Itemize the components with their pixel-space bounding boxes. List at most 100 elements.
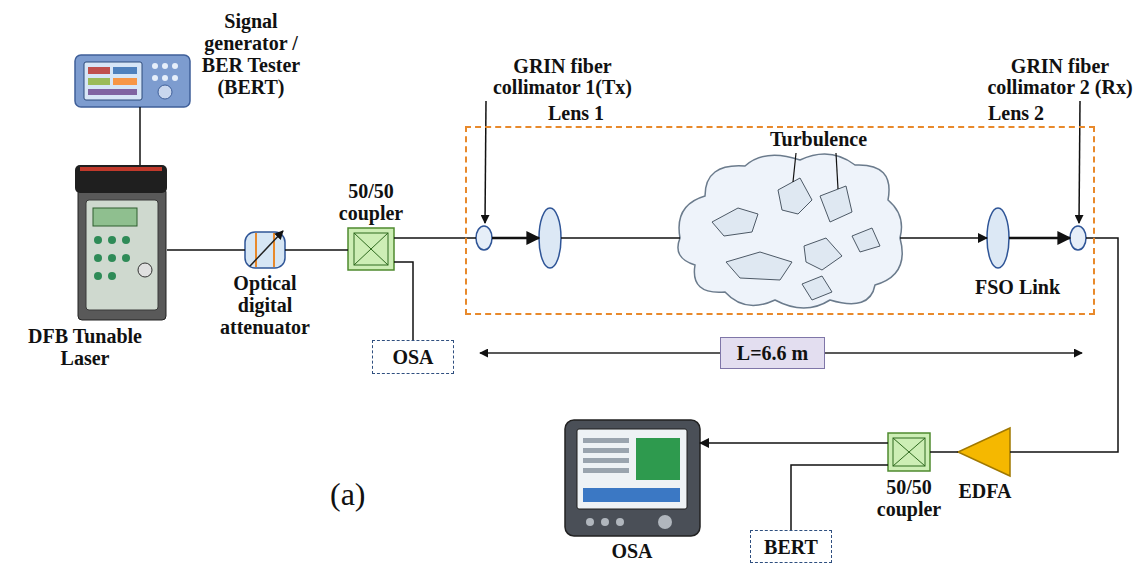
node-label: BERT xyxy=(764,536,818,558)
leader-arrow xyxy=(1079,101,1080,223)
laser-housing xyxy=(78,188,166,320)
fiber-link xyxy=(285,249,348,251)
osa-button xyxy=(586,518,594,526)
coupler-cross xyxy=(893,438,925,466)
device-button xyxy=(172,75,178,81)
node-label: Optical digital attenuator xyxy=(210,272,320,338)
turbulence-eddy xyxy=(804,238,842,270)
node-label: GRIN fiber collimator 1(Tx) xyxy=(480,56,645,98)
lens: Lens 1 xyxy=(539,208,561,268)
coupler-symbol xyxy=(888,433,930,471)
node-label: L=6.6 m xyxy=(737,342,808,364)
fiber-link xyxy=(167,249,245,251)
turbulence-eddy xyxy=(852,228,880,252)
leader-arrow xyxy=(485,101,486,223)
laser-source: DFB Tunable Laser xyxy=(75,165,167,320)
coupler-symbol xyxy=(348,228,394,270)
node-label: OSA xyxy=(392,346,433,368)
bert-device-body xyxy=(75,55,190,107)
laser-button xyxy=(122,236,130,244)
fiber-coupler: 50/50 coupler xyxy=(348,228,394,270)
turbulence-eddy xyxy=(726,252,792,280)
coupler-cross xyxy=(893,438,925,466)
node-label: Turbulence xyxy=(770,128,890,150)
coupler-inner xyxy=(354,233,388,265)
leader-line xyxy=(836,153,838,189)
laser-button xyxy=(94,254,102,262)
fiber-link xyxy=(394,262,413,340)
attenuator-symbol xyxy=(245,232,285,268)
osa-device-body xyxy=(565,420,700,536)
osa-screen-panel xyxy=(636,438,680,480)
node-label: EDFA xyxy=(950,480,1020,502)
bert-device-screen xyxy=(84,62,142,100)
lens-symbol xyxy=(987,208,1009,268)
node-label: 50/50 coupler xyxy=(326,180,416,224)
grin-collimator: GRIN fiber collimator 1(Tx) xyxy=(476,226,492,250)
device-button xyxy=(152,75,158,81)
turbulence-eddy xyxy=(820,186,852,222)
turbulence-cloud: Turbulence xyxy=(680,150,900,308)
laser-display xyxy=(93,208,137,226)
collimator-symbol xyxy=(1070,226,1086,250)
fso-link-region: FSO Link GRIN fiber collimator 1(Tx) Lens … xyxy=(465,126,1095,315)
bert-box: BERT xyxy=(750,530,832,563)
osa-box: OSA xyxy=(372,340,454,374)
laser-handle-stripe xyxy=(80,167,162,171)
osa-button xyxy=(601,518,609,526)
coupler-cross xyxy=(354,233,388,265)
screen-tile xyxy=(88,78,110,85)
beam-arrow xyxy=(1009,237,1070,240)
device-knob xyxy=(158,85,172,99)
fiber-link xyxy=(700,442,888,444)
fiber-coupler: 50/50 coupler xyxy=(888,433,930,471)
device-button xyxy=(162,75,168,81)
coupler-inner xyxy=(893,438,925,466)
turbulence-eddy xyxy=(802,276,832,300)
leader-line xyxy=(793,153,796,182)
distance-box: L=6.6 m xyxy=(720,337,825,369)
screen-tile xyxy=(88,67,110,74)
device-button xyxy=(162,63,168,69)
collimator-symbol xyxy=(476,226,492,250)
fiber-link xyxy=(791,465,888,530)
fiber-link xyxy=(561,237,680,239)
node-label: DFB Tunable Laser xyxy=(15,325,155,369)
laser-knob xyxy=(138,263,152,277)
fiber-link xyxy=(1010,238,1118,452)
laser-front-panel xyxy=(86,200,158,310)
turbulence-eddy xyxy=(712,208,758,236)
node-label: Signal generator / BER Tester (BERT) xyxy=(195,10,307,98)
fiber-link xyxy=(900,237,987,239)
fiber-link xyxy=(139,107,141,165)
lens-symbol xyxy=(539,208,561,268)
laser-button xyxy=(108,272,116,280)
osa-button xyxy=(616,518,624,526)
device-button xyxy=(172,63,178,69)
laser-button xyxy=(122,254,130,262)
screen-tile xyxy=(113,78,137,85)
attenuator-stripe xyxy=(273,233,275,267)
osa-screen-row xyxy=(583,448,629,453)
osa-screen-row xyxy=(583,468,629,473)
panel-label: (a) xyxy=(330,476,366,512)
fiber-link xyxy=(930,451,958,453)
node-label: FSO Link xyxy=(975,276,1090,298)
node-label: Lens 2 xyxy=(988,102,1063,124)
node-label: 50/50 coupler xyxy=(866,476,952,520)
screen-tile xyxy=(113,67,137,74)
osa-device-screen xyxy=(577,429,687,509)
turbulence-eddy xyxy=(778,178,812,214)
beam-arrow xyxy=(492,237,539,240)
fiber-link xyxy=(394,237,476,239)
laser-button xyxy=(94,236,102,244)
edfa-amplifier: EDFA xyxy=(958,428,1010,476)
optical-attenuator: Optical digital attenuator xyxy=(245,232,285,268)
attenuator-arrow xyxy=(250,231,283,266)
laser-handle xyxy=(75,165,167,193)
laser-button xyxy=(108,236,116,244)
osa-screen-bar xyxy=(583,488,680,502)
node-label: GRIN fiber collimator 2 (Rx) xyxy=(980,56,1140,98)
osa-knob xyxy=(658,515,672,529)
attenuator-stripe xyxy=(255,233,257,267)
